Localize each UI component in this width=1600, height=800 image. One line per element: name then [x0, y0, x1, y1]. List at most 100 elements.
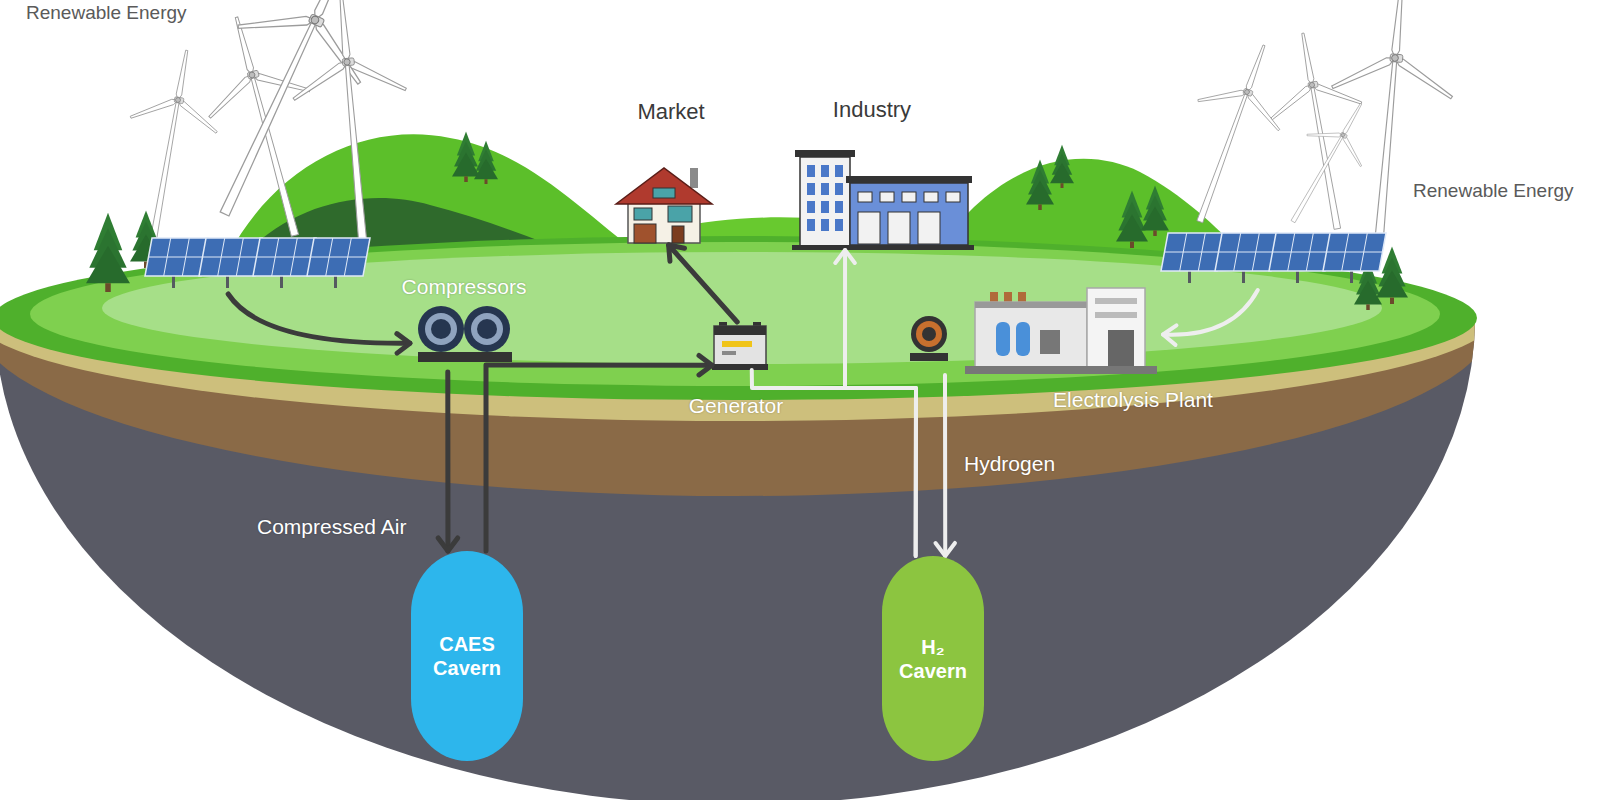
arrow-head [1163, 325, 1176, 344]
house-icon [628, 200, 700, 243]
wind-turbines [284, 0, 421, 246]
arrow-head [669, 245, 685, 261]
house-icon [634, 208, 652, 220]
node-label: Renewable Energy [1413, 180, 1574, 202]
flow-connector [935, 375, 955, 556]
electrolysis-plant-icon [916, 321, 942, 347]
compressor-icon [431, 319, 451, 339]
pine-trees [86, 132, 1408, 310]
industry-icon [835, 165, 843, 177]
industry-icon [858, 192, 960, 244]
industry-icon [858, 192, 872, 202]
node-label: Industry [833, 97, 911, 122]
generator-icon [714, 326, 766, 366]
pine-trees [1116, 190, 1148, 248]
electrolysis-plant-icon [922, 327, 936, 341]
solar-array [253, 238, 316, 288]
flow-connector [835, 250, 916, 556]
electrolysis-plant-icon [1095, 298, 1137, 304]
node-label: Market [637, 99, 704, 124]
industry-icon [946, 192, 960, 202]
compressor-icon [477, 319, 497, 339]
industry-icon [792, 150, 974, 250]
compressor-unit: Compressors [410, 308, 518, 372]
solar-wind-source: Renewable Energy [1165, 230, 1397, 290]
industry-building: Industry [800, 150, 970, 250]
electrolysis-plant-icon [1004, 292, 1012, 302]
wind-turbines [1317, 0, 1463, 255]
industry-icon [918, 212, 940, 244]
industry-icon [902, 192, 916, 202]
industry-icon [807, 219, 815, 231]
pine-trees [474, 141, 498, 184]
industry-icon [807, 201, 815, 213]
node-label: Renewable Energy [26, 2, 187, 24]
house-icon [668, 206, 692, 222]
node-label: Electrolysis Plant [1053, 388, 1213, 412]
flow-connector [1163, 290, 1258, 345]
storage-cavern: CAES Cavern [411, 551, 523, 761]
industry-icon [846, 176, 972, 183]
flow-label: Compressed Air [257, 515, 406, 539]
electrolysis-plant: Electrolysis Plant [905, 285, 1163, 375]
solar-array [145, 238, 208, 288]
electrolysis-plant-icon [1040, 330, 1060, 354]
house-icon [616, 168, 712, 243]
solar-array [145, 233, 1386, 288]
wind-turbines [109, 0, 1462, 255]
industry-icon [792, 245, 974, 250]
compressor-icon [418, 352, 512, 362]
electrolysis-plant-icon [1108, 330, 1134, 366]
industry-icon [807, 165, 843, 231]
house-icon [634, 224, 656, 243]
compressor-icon [464, 306, 510, 352]
industry-icon [858, 212, 880, 244]
industry-icon [924, 192, 938, 202]
electrolysis-plant-icon [910, 288, 1157, 374]
ground-bowl [0, 211, 1495, 421]
industry-icon [835, 183, 843, 195]
node-label: Compressors [402, 275, 527, 299]
house-icon [653, 188, 675, 198]
flow-line [1163, 290, 1258, 335]
flow-line [486, 365, 712, 551]
flow-line [228, 294, 410, 343]
flow-line [845, 250, 916, 556]
solar-array [307, 238, 370, 288]
industry-icon [850, 183, 968, 245]
market-house: Market [618, 163, 710, 245]
electrolysis-plant-icon [1018, 292, 1026, 302]
generator-icon [722, 341, 752, 347]
industry-icon [835, 219, 843, 231]
industry-icon [821, 219, 829, 231]
solar-array [1269, 233, 1332, 283]
compressor-icon [425, 313, 457, 345]
arrow-head [438, 538, 457, 551]
industry-icon [821, 183, 829, 195]
electrolysis-plant-icon [1087, 288, 1145, 368]
industry-icon [821, 165, 829, 177]
electrolysis-plant-icon [975, 302, 1087, 368]
arrow-head [699, 355, 712, 375]
house-icon [616, 168, 712, 204]
pine-trees [452, 132, 480, 182]
wind-turbines [1158, 30, 1306, 237]
solar-array [1323, 233, 1386, 283]
flow-connector [486, 355, 712, 551]
generator-icon [722, 351, 736, 355]
flow-label: Hydrogen [964, 452, 1055, 476]
electrolysis-plant-icon [1095, 312, 1137, 318]
storage-cavern: H₂ Cavern [882, 556, 984, 761]
ground-bowl [0, 140, 1495, 800]
electrolysis-plant-icon [965, 366, 1157, 374]
flow-line [943, 375, 947, 556]
pine-trees [1141, 186, 1169, 236]
pine-trees [1050, 145, 1074, 188]
electrolysis-plant-icon [911, 316, 947, 352]
industry-icon [888, 212, 910, 244]
compressor-icon [471, 313, 503, 345]
